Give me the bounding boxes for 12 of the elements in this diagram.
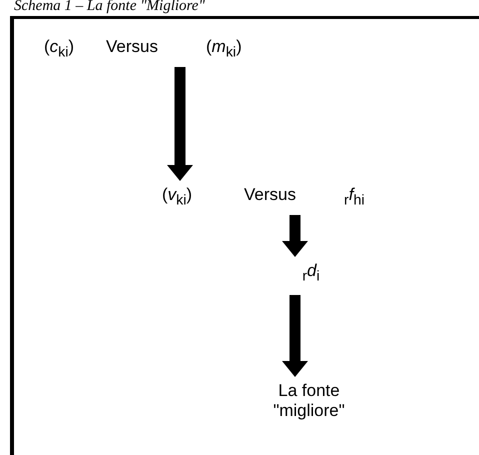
formula-label: (c$_{ki}$) — [44, 37, 74, 62]
block-arrow — [282, 295, 308, 377]
formula-label: La fonte "migliore" — [259, 381, 359, 425]
formula-label: $_{r}$f$_{hi}$ — [344, 185, 364, 210]
comparison-word: Versus — [244, 185, 296, 206]
formula-label: (m$_{ki}$) — [206, 37, 242, 62]
formula-label: $_{r}$d$_{i}$ — [286, 261, 336, 291]
frame-border — [10, 16, 479, 455]
formula-label: (v$_{ki}$) — [162, 185, 192, 210]
block-arrow — [282, 215, 308, 257]
block-arrow — [167, 67, 193, 181]
comparison-word: Versus — [106, 37, 158, 58]
